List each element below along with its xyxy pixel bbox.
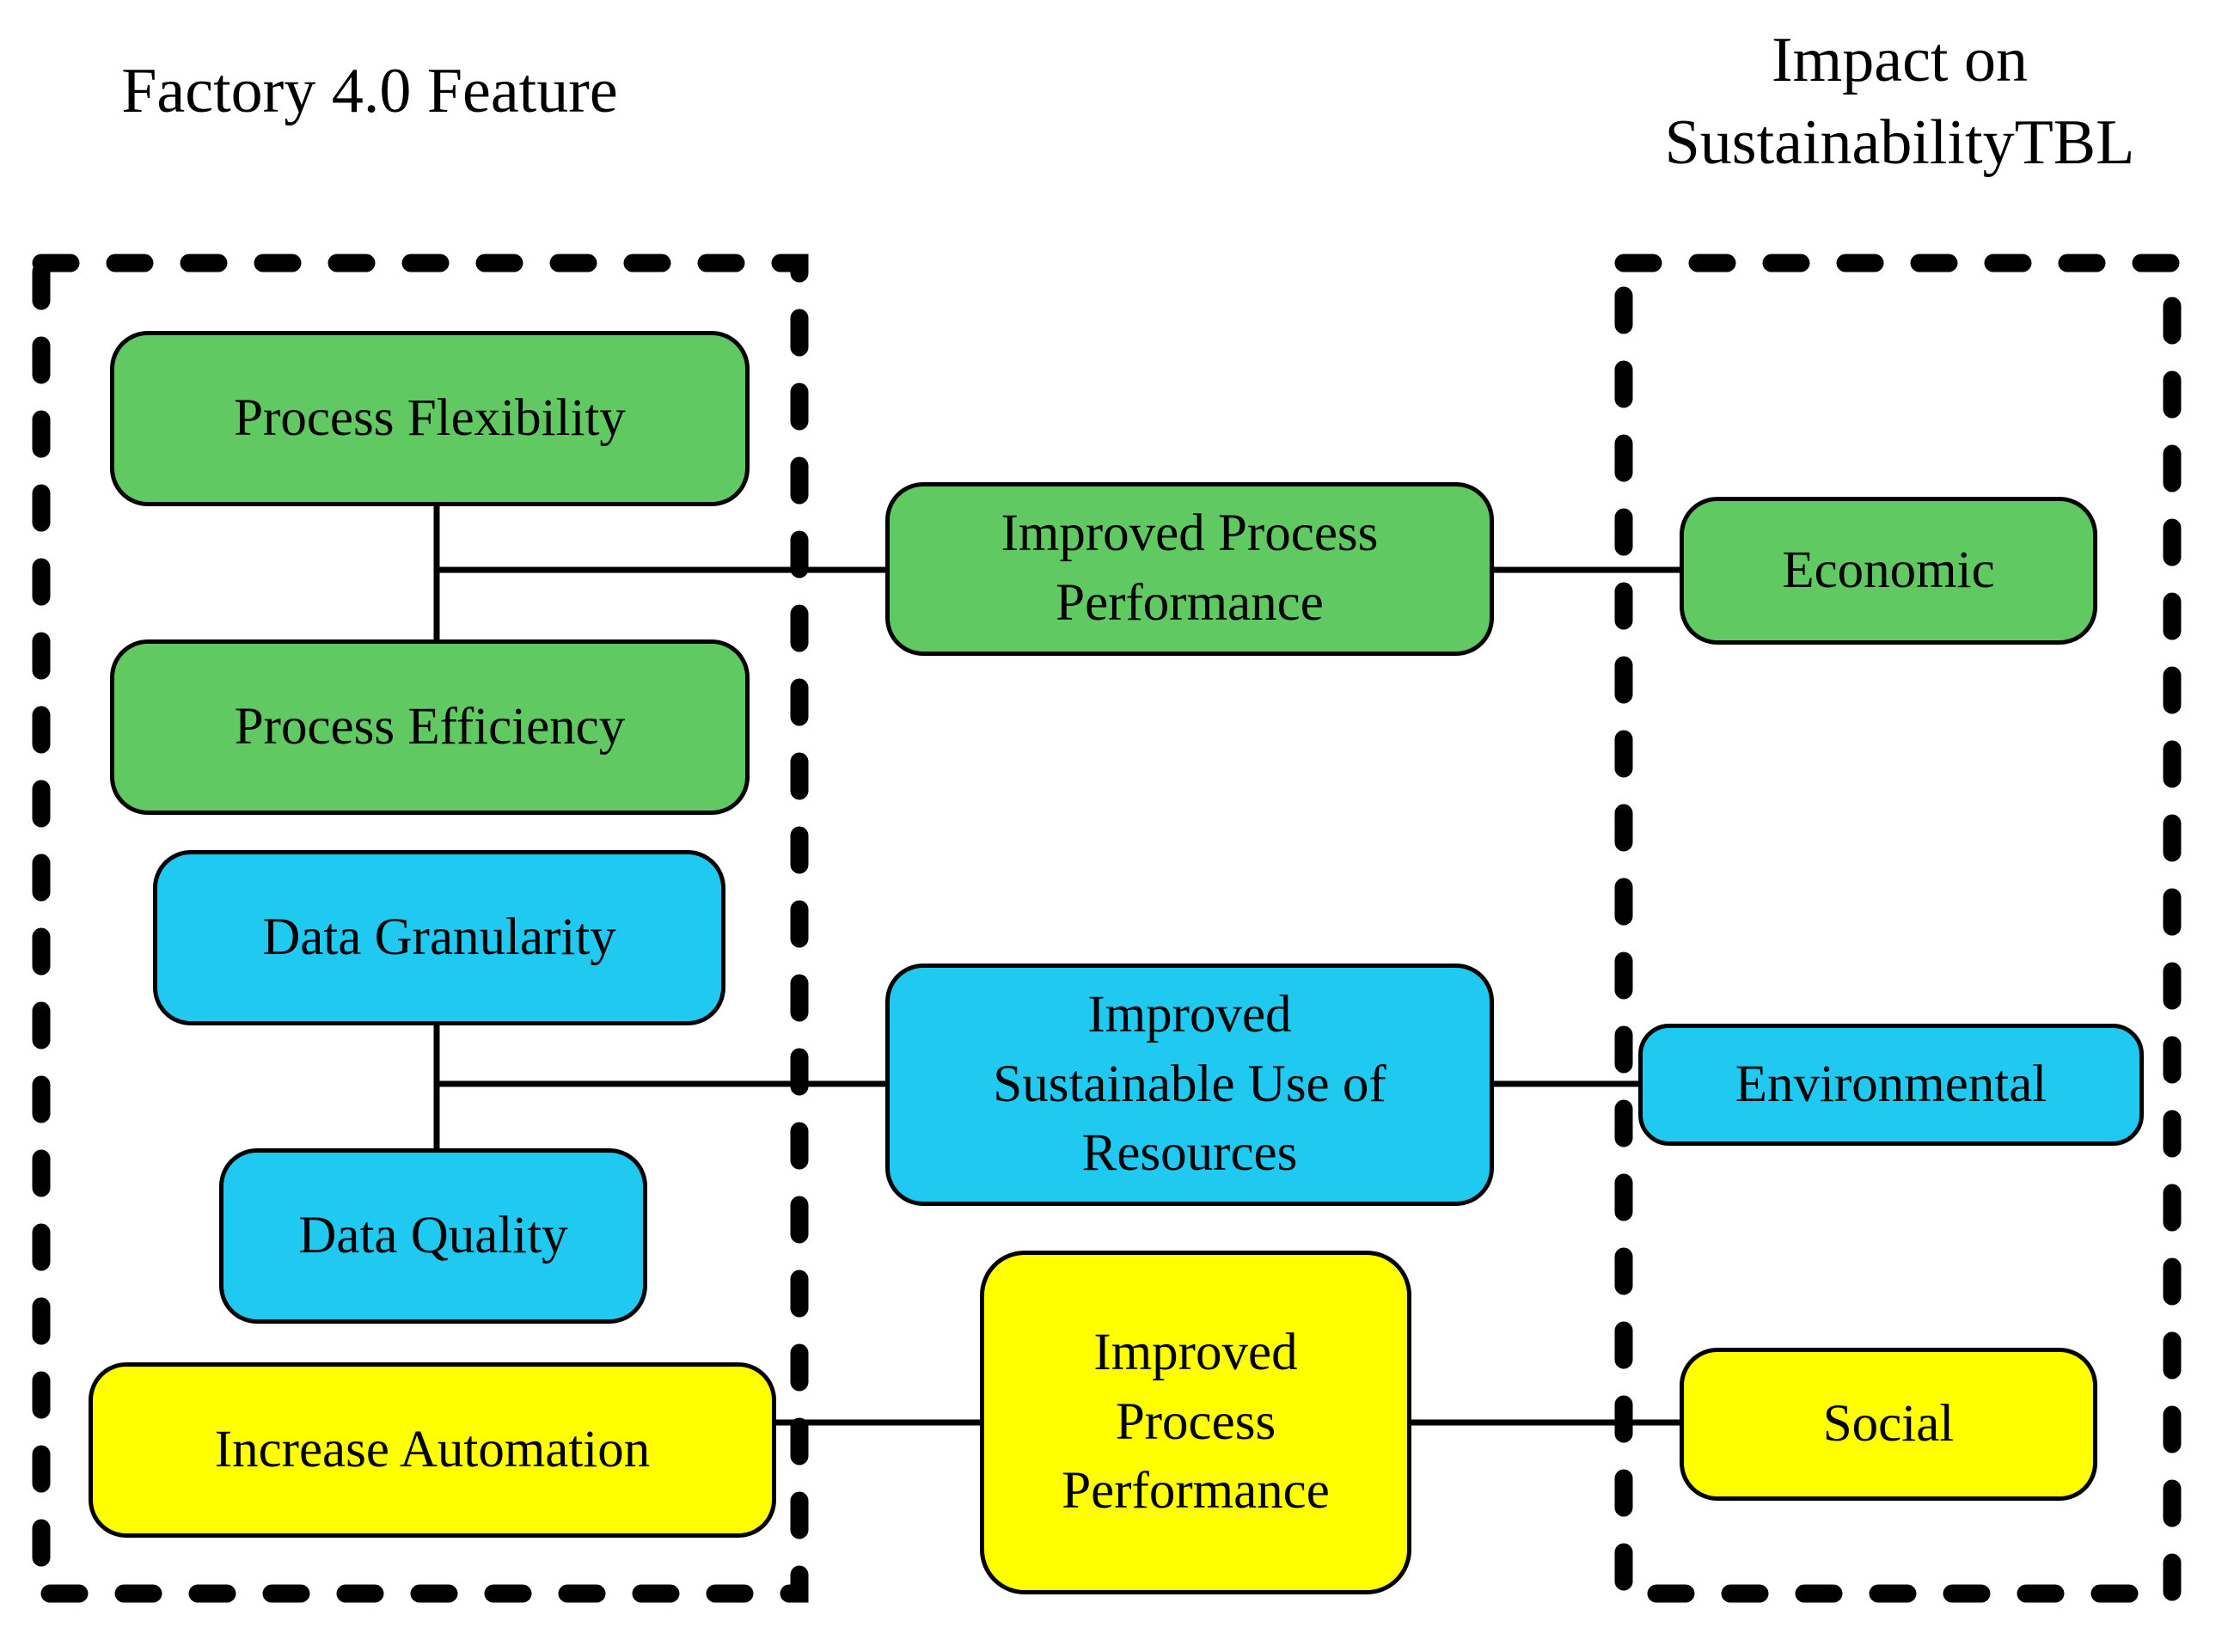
node-improved-process-performance-social: Improved Process Performance [980,1251,1411,1594]
impact-title-line2: SustainabilityTBL [1664,107,2135,179]
node-data-granularity: Data Granularity [153,850,725,1025]
node-economic: Economic [1680,497,2097,645]
impact-title: Impact on SustainabilityTBL [1573,19,2226,184]
node-process-efficiency: Process Efficiency [110,639,750,815]
node-increase-automation: Increase Automation [89,1362,776,1538]
node-improved-process-performance-economic-label: Improved Process Performance [1001,505,1379,632]
factory-feature-title: Factory 4.0 Feature [34,50,705,132]
node-social: Social [1680,1348,2097,1501]
factory-feature-title-text: Factory 4.0 Feature [121,56,618,126]
node-data-quality: Data Quality [219,1148,647,1324]
impact-title-line1: Impact on [1772,25,2028,95]
node-improved-sustainable-use-of-resources-label: Improved Sustainable Use of Resources [993,986,1386,1183]
node-improved-sustainable-use-of-resources: Improved Sustainable Use of Resources [885,964,1494,1206]
sustainability-group-border [1614,254,2182,1603]
factory-group-border [32,254,809,1603]
node-improved-process-performance-economic: Improved Process Performance [885,482,1494,656]
node-environmental: Environmental [1638,1024,2144,1146]
node-process-flexibility: Process Flexibility [110,331,750,506]
node-improved-process-performance-social-label: Improved Process Performance [1062,1324,1330,1520]
